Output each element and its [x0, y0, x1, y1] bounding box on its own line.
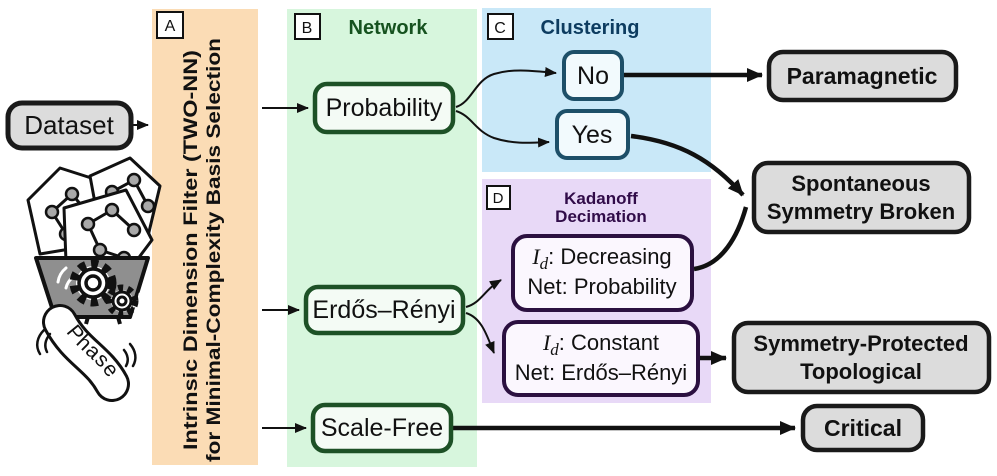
arrow-erdos-to-decreasing	[465, 279, 502, 308]
node-paramagnetic-label: Paramagnetic	[787, 63, 938, 89]
arrow-erdos-to-constant	[465, 312, 495, 354]
node-id-decreasing: Id: Decreasing Net: Probability	[511, 234, 694, 312]
gears-icon	[69, 259, 139, 318]
node-no: No	[562, 50, 624, 101]
node-erdos-renyi-label: Erdős–Rényi	[312, 296, 455, 324]
node-ssb-line2: Symmetry Broken	[767, 199, 955, 224]
arrow-probability-to-no	[455, 67, 557, 108]
phase-machine-illustration: Phase	[26, 156, 162, 402]
band-label-a: A	[156, 11, 184, 39]
node-paramagnetic: Paramagnetic	[766, 49, 959, 103]
node-id-constant: Id: Constant Net: Erdős–Rényi	[502, 320, 700, 397]
filter-band-title-line2: for Minimal-Complexity Basis Selection	[204, 38, 225, 462]
node-id-decreasing-line1: Id: Decreasing	[531, 244, 671, 273]
decimation-band-title-line2: Decimation	[555, 207, 647, 226]
node-spt-line1: Symmetry-Protected	[753, 331, 968, 356]
node-id-constant-line2: Net: Erdős–Rényi	[515, 360, 687, 385]
clustering-band-title: Clustering	[541, 17, 640, 39]
band-label-c-text: C	[494, 20, 506, 37]
node-scale-free: Scale-Free	[310, 402, 454, 454]
node-id-decreasing-line2: Net: Probability	[527, 274, 676, 299]
band-label-a-text: A	[165, 18, 176, 35]
band-network	[287, 9, 477, 467]
phase-ribbon: Phase	[35, 304, 137, 402]
band-label-c: C	[487, 13, 514, 40]
band-label-b: B	[294, 13, 321, 40]
node-critical-label: Critical	[824, 415, 902, 441]
thick-arrows	[453, 68, 796, 435]
band-filter	[152, 9, 258, 465]
arrow-decreasing-to-ssb	[693, 206, 749, 272]
node-symmetry-protected-topological: Symmetry-Protected Topological	[731, 320, 992, 395]
node-id-constant-line1: Id: Constant	[542, 330, 659, 359]
node-spontaneous-symmetry-broken: Spontaneous Symmetry Broken	[751, 160, 972, 235]
node-critical: Critical	[800, 403, 926, 453]
node-yes-label: Yes	[572, 121, 613, 149]
node-dataset-label: Dataset	[24, 110, 114, 140]
network-band-title: Network	[349, 17, 429, 39]
node-dataset: Dataset	[5, 100, 134, 151]
arrow-probability-to-yes	[455, 110, 550, 148]
decimation-band-title-line1: Kadanoff	[564, 189, 638, 208]
node-probability: Probability	[312, 81, 456, 135]
node-probability-label: Probability	[326, 94, 443, 122]
band-label-b-text: B	[302, 20, 313, 37]
thin-arrows	[133, 67, 557, 433]
node-erdos-renyi: Erdős–Rényi	[303, 284, 466, 336]
band-label-d-text: D	[493, 190, 504, 207]
filter-band-title-line1: Intrinsic Dimension Filter (TWO-NN)	[181, 50, 202, 450]
band-label-d: D	[486, 185, 511, 210]
node-spt-line2: Topological	[800, 359, 922, 384]
node-no-label: No	[577, 62, 609, 90]
filter-band-title: Intrinsic Dimension Filter (TWO-NN) for …	[181, 38, 225, 462]
arrow-yes-to-ssb	[630, 133, 745, 197]
node-yes: Yes	[555, 109, 630, 160]
node-scale-free-label: Scale-Free	[321, 414, 443, 442]
node-ssb-line1: Spontaneous	[791, 171, 930, 196]
